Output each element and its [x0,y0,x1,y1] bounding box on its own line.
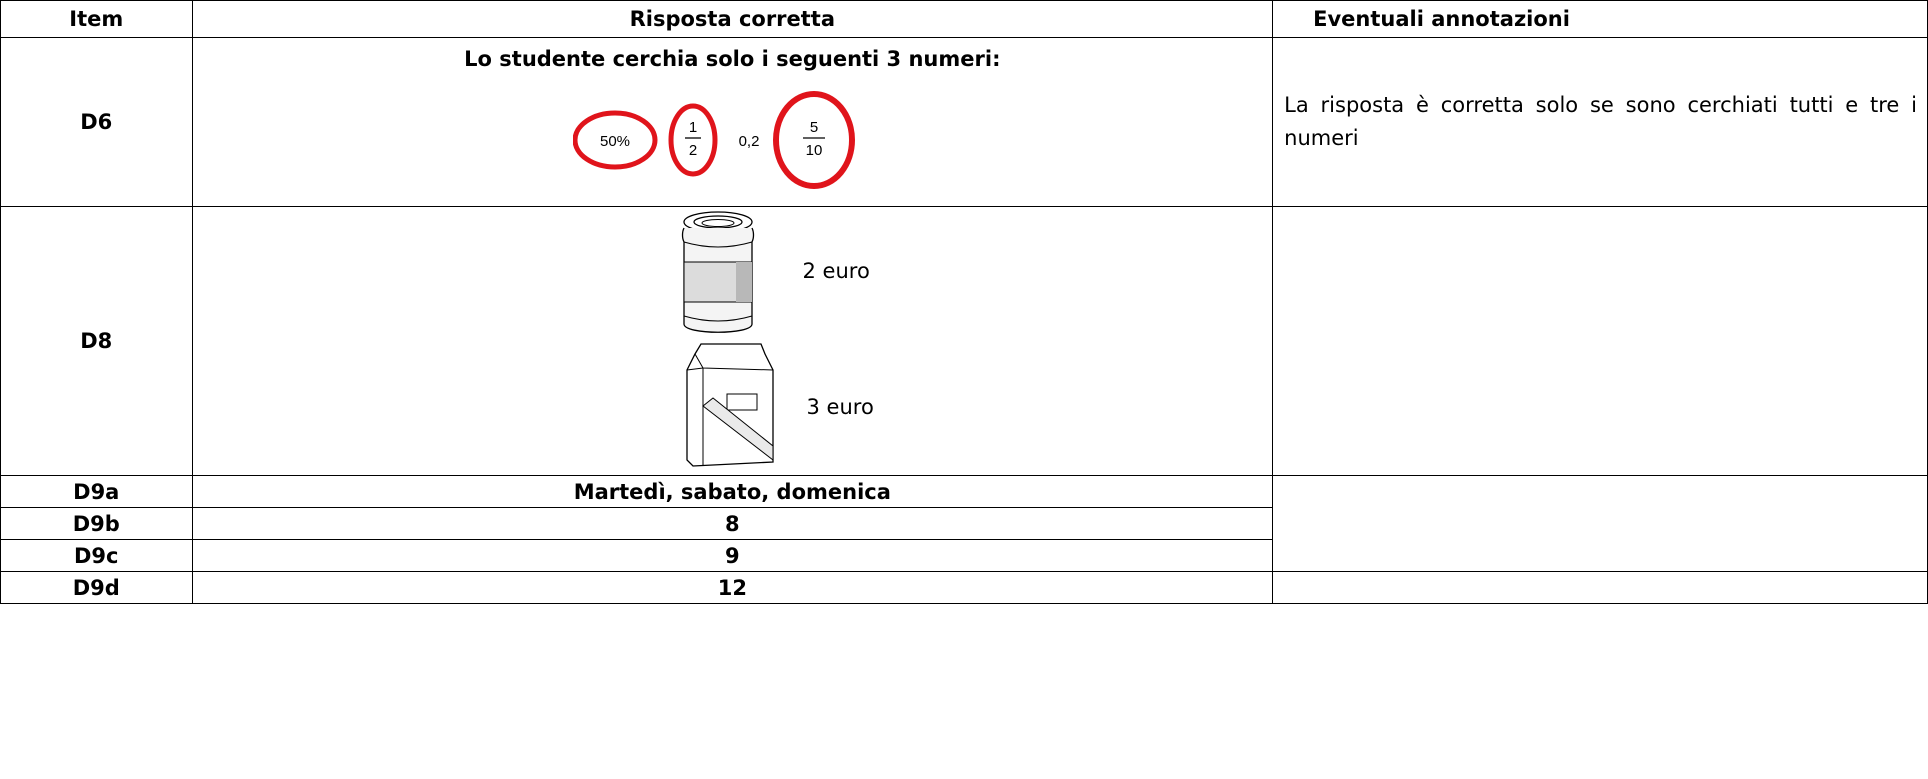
note-d6: La risposta è corretta solo se sono cerc… [1272,37,1928,207]
row-d8: D8 2 euro [0,206,1928,476]
header-notes-label: Eventuali annotazioni [1313,7,1570,31]
note-d8 [1272,206,1928,476]
answer-d8: 2 euro 3 euro [191,206,1274,476]
carton-drawing [685,343,774,467]
answer-key-table: Item Risposta corretta Eventuali annotaz… [0,0,1928,604]
item-d6: D6 [0,37,193,207]
answer-d9c: 9 [191,539,1274,572]
can-drawing [681,211,754,333]
circle-five-tenths [772,91,855,189]
row-d9d: D9d 12 [0,571,1928,604]
header-answer: Risposta corretta [191,0,1274,38]
note-d9abc [1272,475,1928,572]
num-percent: 50% [599,133,629,150]
header-item: Item [0,0,193,38]
num-half-num: 1 [688,119,696,136]
note-d9d [1272,571,1928,604]
header-row: Item Risposta corretta Eventuali annotaz… [0,0,1928,38]
circle-percent [572,110,657,170]
answer-d9a: Martedì, sabato, domenica [191,475,1274,508]
num-ten: 10 [805,142,822,159]
header-notes: Eventuali annotazioni [1272,0,1928,38]
d6-instruction: Lo studente cerchia solo i seguenti 3 nu… [464,47,1001,71]
item-d9a: D9a [0,475,193,508]
row-d9c: D9c 9 [0,539,1928,572]
answer-d9d: 12 [191,571,1274,604]
circle-half [668,103,717,177]
num-half-den: 2 [688,142,696,159]
item-d8: D8 [0,206,193,476]
item-d9d: D9d [0,571,193,604]
row-d6: D6 Lo studente cerchia solo i seguenti 3… [0,37,1928,207]
circled-numbers-figure: 50% 1 2 0,2 5 10 [572,91,855,189]
answer-d6: Lo studente cerchia solo i seguenti 3 nu… [191,37,1274,207]
item-d9c: D9c [0,539,193,572]
answer-d9b: 8 [191,507,1274,540]
item-d9b: D9b [0,507,193,540]
row-d9a: D9a Martedì, sabato, domenica [0,475,1928,572]
can-price: 2 euro [802,259,870,283]
num-five: 5 [809,119,817,136]
carton-price: 3 euro [806,395,874,419]
num-decimal: 0,2 [738,133,759,150]
